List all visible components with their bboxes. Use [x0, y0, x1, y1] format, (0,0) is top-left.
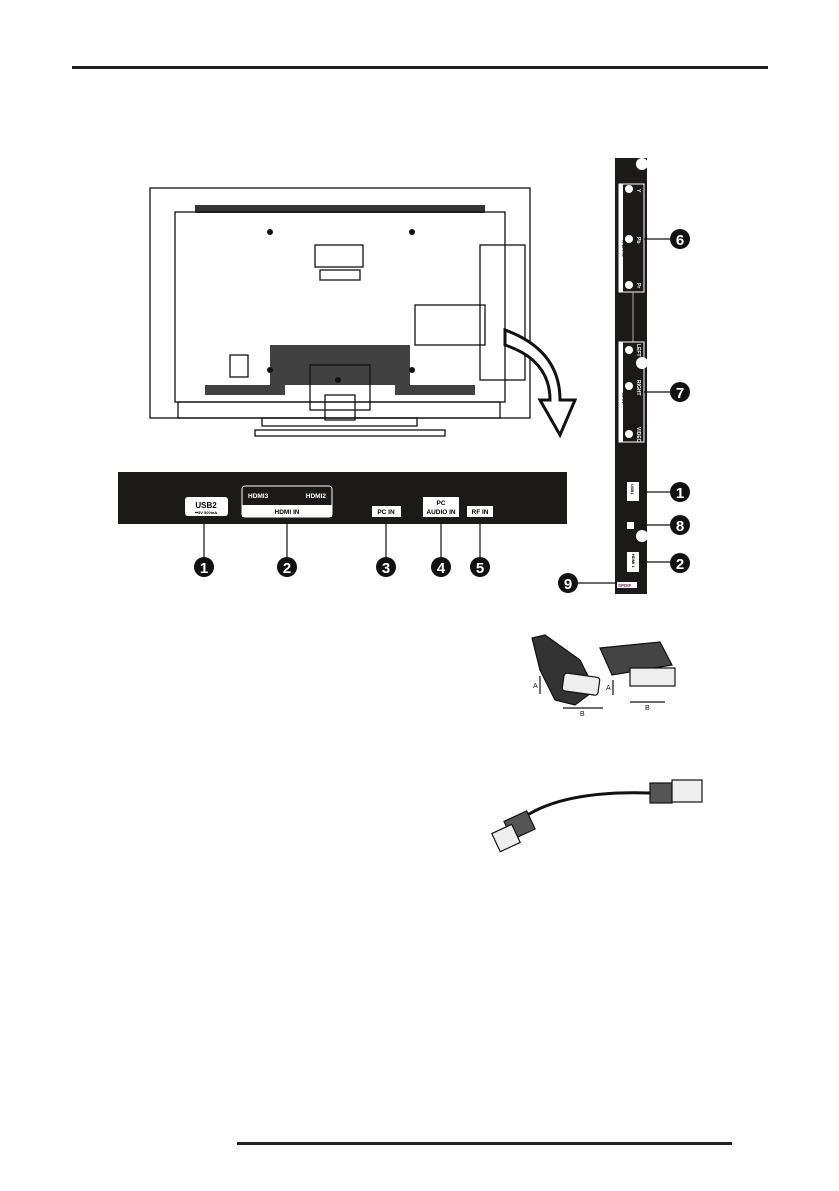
- svg-text:8: 8: [676, 518, 684, 535]
- svg-text:1: 1: [200, 560, 208, 577]
- rear-connector-panel: USB2 ⎓5V 500mA HDMI3 HDMI2 HDMI IN PC IN…: [118, 472, 567, 577]
- callout-8: 8: [670, 515, 690, 535]
- callout-2-side: 2: [670, 553, 690, 573]
- hdmi3-label: HDMI3: [248, 493, 269, 500]
- usb2-label: USB2: [195, 501, 217, 510]
- pc-in-label: PC IN: [377, 509, 395, 516]
- svg-text:7: 7: [676, 385, 684, 402]
- header-rule: [72, 66, 768, 69]
- y-label: Y: [635, 189, 641, 193]
- callout-5: 5: [470, 557, 490, 577]
- pb-label: Pb: [635, 237, 641, 243]
- footer-rule: [237, 1142, 732, 1145]
- dimension-a-label-1: A: [533, 683, 538, 690]
- usb1-label: USB1: [630, 484, 635, 495]
- usb2-rating: ⎓5V 500mA: [195, 510, 217, 515]
- svg-text:3: 3: [382, 560, 390, 577]
- hdmi1-label: HDMI 1: [631, 554, 636, 568]
- callout-1: 1: [194, 557, 214, 577]
- callout-3: 3: [376, 557, 396, 577]
- svg-text:4: 4: [437, 560, 446, 577]
- right-label: RIGHT: [635, 380, 641, 396]
- hdmi2-label: HDMI2: [306, 493, 327, 500]
- callout-4: 4: [431, 557, 451, 577]
- pc-audio-label-2: AUDIO IN: [426, 509, 456, 516]
- usb-cable-illustration: [491, 779, 703, 853]
- tv-rear-illustration: [149, 187, 578, 439]
- av-in-label: AV IN: [621, 393, 626, 403]
- pc-audio-label-1: PC: [436, 500, 445, 507]
- svg-text:9: 9: [564, 576, 572, 593]
- callout-1-side: 1: [670, 482, 690, 502]
- hdmi-connector-illustration: A B A B: [531, 634, 676, 718]
- callout-6: 6: [670, 229, 690, 249]
- callout-9: 9: [558, 573, 578, 593]
- svg-text:5: 5: [476, 560, 484, 577]
- rf-in-label: RF IN: [472, 509, 489, 516]
- spdif-label: SPDIF: [618, 583, 632, 588]
- pr-label: Pr: [635, 283, 641, 288]
- dimension-b-label-1: B: [580, 711, 585, 718]
- callout-7: 7: [670, 382, 690, 402]
- hdmi-in-label: HDMI IN: [275, 509, 300, 516]
- video-label: VIDEO: [635, 427, 641, 443]
- svg-text:1: 1: [676, 485, 684, 502]
- dimension-b-label-2: B: [645, 705, 650, 712]
- svg-text:2: 2: [676, 556, 684, 573]
- callout-2: 2: [277, 557, 297, 577]
- left-label: LEFT: [635, 344, 641, 357]
- ypbpr-label: YPbPr IN: [621, 239, 626, 256]
- side-connector-panel: YPbPr IN Y Pb Pr AV IN LEFT RIGHT VIDEO …: [558, 158, 690, 594]
- svg-text:6: 6: [676, 232, 684, 249]
- svg-text:2: 2: [283, 560, 291, 577]
- dimension-a-label-2: A: [606, 685, 611, 692]
